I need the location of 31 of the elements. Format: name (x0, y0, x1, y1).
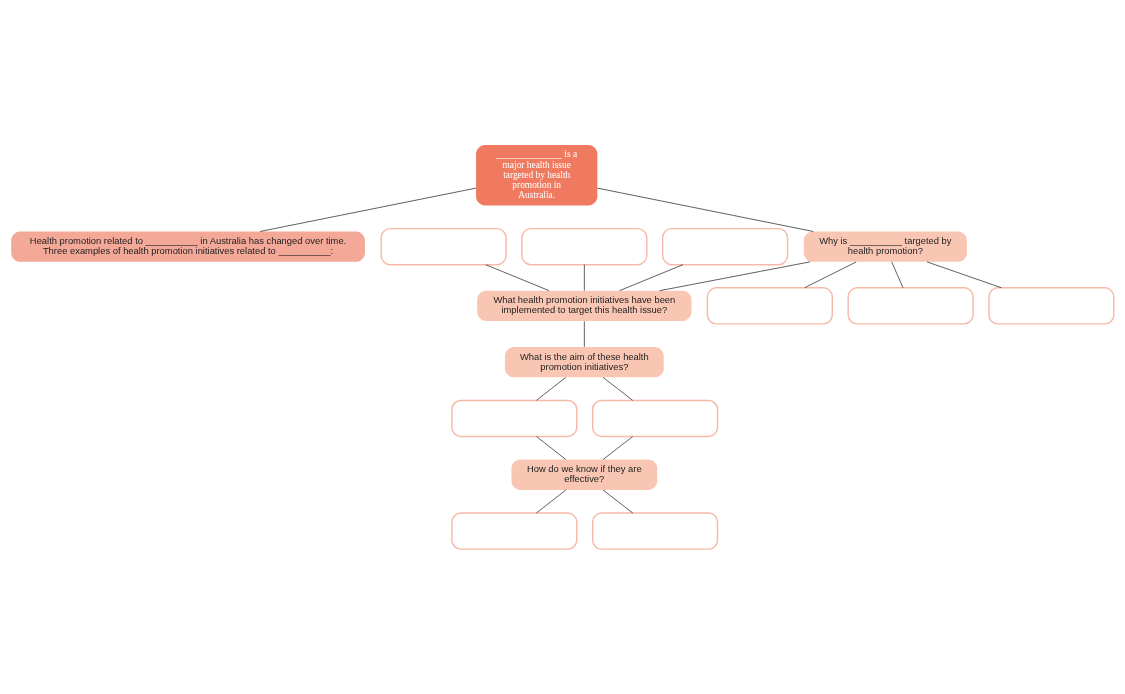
connector (584, 264, 585, 291)
connector (536, 377, 567, 401)
connector (602, 489, 634, 514)
node-box (380, 227, 507, 266)
node-box (661, 227, 789, 266)
node-box: Why is __________ targeted by health promotion? (803, 231, 967, 262)
connector (926, 261, 1002, 289)
node-box: ______________ is a major health issue targeted by health promotion in Australia. (476, 144, 598, 206)
connector (485, 264, 550, 291)
connector (619, 264, 684, 291)
connector (536, 489, 567, 514)
node-box (451, 399, 578, 438)
connector (602, 377, 634, 401)
connector (259, 187, 477, 232)
node-box (706, 287, 833, 325)
node-box (847, 287, 974, 325)
node-box (988, 287, 1115, 325)
connector (536, 436, 567, 460)
node-box: What health promotion initiatives have been implemented to target this health issue? (477, 290, 692, 321)
node-box: Health promotion related to __________ in Australia has changed over time. Three examples of health promotion initiatives related to __________: (11, 231, 365, 262)
node-box (591, 512, 719, 550)
node-box: How do we know if they are effective? (511, 459, 658, 490)
node-box (451, 512, 578, 550)
node-box (591, 399, 719, 438)
connector (602, 436, 634, 460)
node-box (521, 227, 648, 266)
connector (891, 261, 904, 289)
connector (597, 187, 814, 232)
node-box: What is the aim of these health promotion initiatives? (504, 347, 664, 378)
connector (584, 320, 585, 348)
connector (659, 261, 811, 292)
